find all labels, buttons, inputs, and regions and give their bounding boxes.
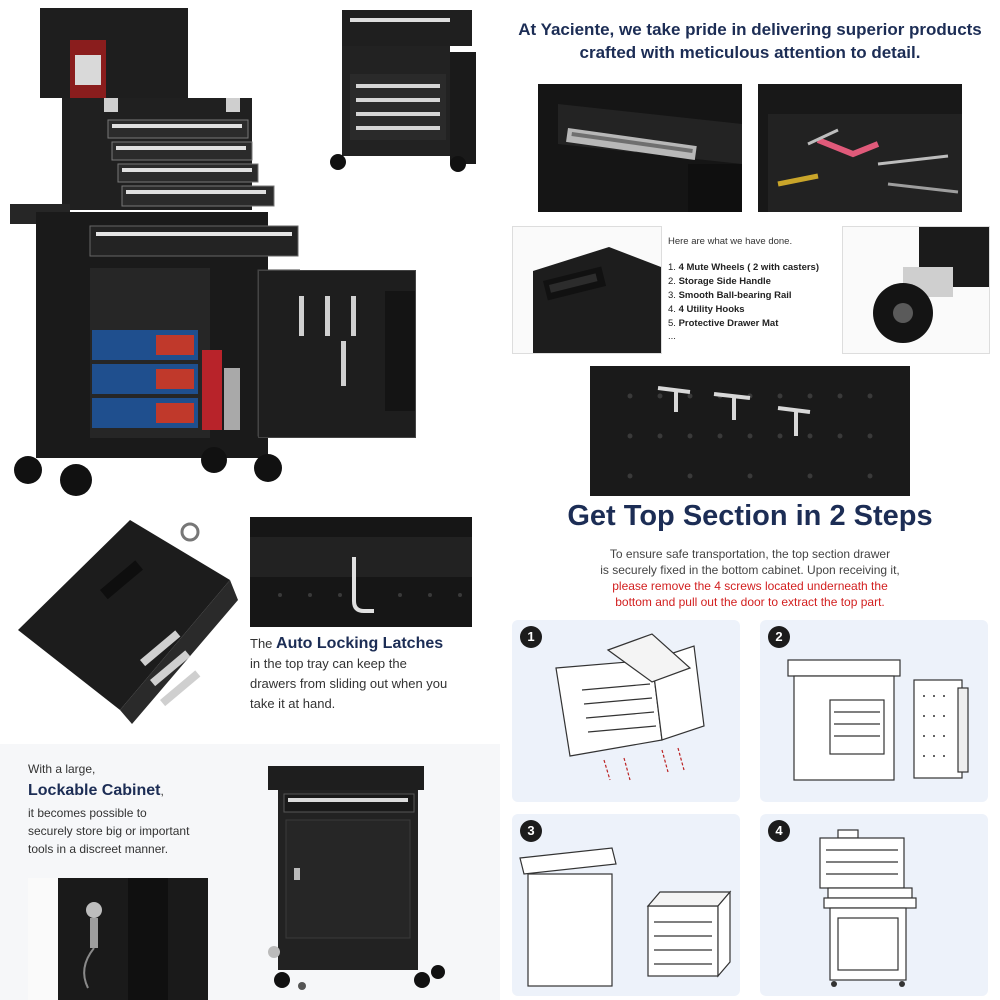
- cabinet-line-4: securely store big or important: [28, 824, 190, 838]
- cabinet-only-photo: [262, 760, 452, 990]
- features-intro: Here are what we have done.: [668, 236, 793, 247]
- latch-closeup-photo: [250, 517, 472, 627]
- features-list: Here are what we have done. 1. 4 Mute Wh…: [668, 236, 838, 343]
- feature-item: 3. Smooth Ball-bearing Rail: [668, 290, 792, 301]
- auto-locking-latches-text: The Auto Locking Latches in the top tray…: [250, 634, 490, 714]
- cabinet-line-1: With a large,: [28, 762, 96, 776]
- cabinet-line-3: it becomes possible to: [28, 806, 147, 820]
- lockable-cabinet-text: With a large, Lockable Cabinet, it becom…: [28, 760, 248, 858]
- drawer-mat-tools-photo: [758, 84, 962, 212]
- step-2-card: 2: [760, 620, 988, 802]
- feature-item: 5. Protective Drawer Mat: [668, 318, 779, 329]
- key-lock-photo: [28, 878, 208, 1000]
- latches-line-4: take it at hand.: [250, 696, 336, 711]
- steps-title: Get Top Section in 2 Steps: [567, 500, 933, 532]
- feature-item: 4. 4 Utility Hooks: [668, 304, 745, 315]
- step-4-number: 4: [768, 820, 790, 842]
- brand-pride-statement: At Yaciente, we take pride in delivering…: [500, 18, 1000, 64]
- ball-bearing-rail-photo: [538, 84, 742, 212]
- step-3-number: 3: [520, 820, 542, 842]
- step-3-card: 3: [512, 814, 740, 996]
- steps-desc-1: To ensure safe transportation, the top s…: [609, 547, 891, 561]
- steps-warning-1: please remove the 4 screws located under…: [612, 579, 888, 593]
- step-2-number: 2: [768, 626, 790, 648]
- cabinet-with-chest-photo: [320, 4, 490, 174]
- open-cabinet-door: [258, 270, 416, 438]
- mute-wheel-photo: [842, 226, 990, 354]
- brand-pride-line-1: At Yaciente, we take pride in delivering…: [518, 20, 982, 39]
- storage-side-handle-photo: [512, 226, 662, 354]
- utility-hooks-photo: [590, 366, 910, 496]
- main-product-photo: [0, 0, 300, 500]
- step-2-illustration: [787, 659, 969, 781]
- cabinet-line-5: tools in a discreet manner.: [28, 842, 169, 856]
- step-4-illustration: [819, 829, 917, 987]
- latches-prefix: The: [250, 636, 277, 651]
- cabinet-highlight: Lockable Cabinet: [28, 782, 161, 799]
- steps-warning-2: bottom and pull out the door to extract …: [615, 595, 885, 609]
- feature-item: 1. 4 Mute Wheels ( 2 with casters): [668, 262, 820, 273]
- features-ellipsis: ...: [668, 331, 676, 342]
- top-tray-chest-photo: [10, 510, 240, 725]
- latches-highlight: Auto Locking Latches: [276, 635, 444, 652]
- step-1-illustration: [555, 633, 705, 781]
- brand-pride-line-2: crafted with meticulous attention to det…: [579, 43, 921, 62]
- steps-desc-2: is securely fixed in the bottom cabinet.…: [600, 563, 900, 577]
- feature-item: 2. Storage Side Handle: [668, 276, 771, 287]
- latches-line-2: in the top tray can keep the: [250, 656, 407, 671]
- latches-line-3: drawers from sliding out when you: [250, 676, 448, 691]
- steps-description: To ensure safe transportation, the top s…: [500, 546, 1000, 610]
- step-4-card: 4: [760, 814, 988, 996]
- step-3-illustration: [519, 847, 732, 987]
- step-1-card: 1: [512, 620, 740, 802]
- step-1-number: 1: [520, 626, 542, 648]
